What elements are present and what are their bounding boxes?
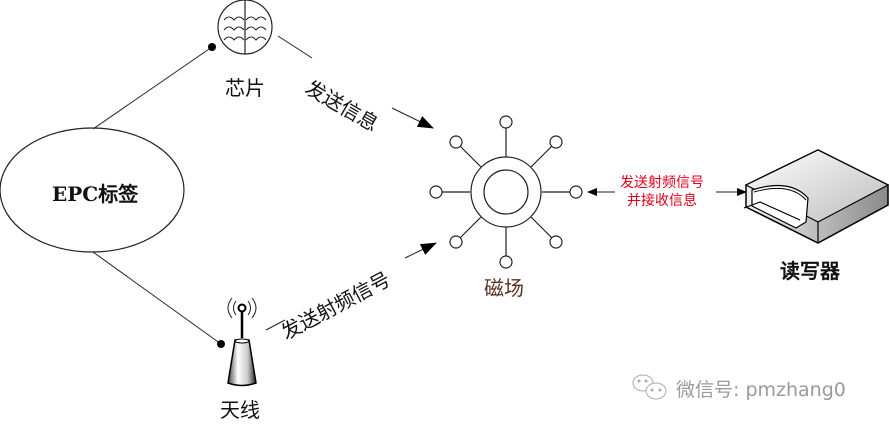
- tag-to-chip-connector: [92, 46, 213, 130]
- field-reader-label-line2: 并接收信息: [627, 193, 697, 209]
- epc-tag-label: EPC标签: [52, 182, 139, 206]
- reader-label: 读写器: [780, 259, 840, 283]
- antenna-label: 天线: [220, 398, 260, 422]
- reader-icon: [743, 149, 890, 244]
- chip-label: 芯片: [225, 76, 265, 100]
- tag-to-antenna-connector: [92, 251, 222, 345]
- magnetic-field-icon: [429, 115, 583, 269]
- antenna-icon: [227, 297, 257, 387]
- watermark-text: 微信号: pmzhang0: [676, 379, 846, 401]
- chip-to-field-arrow: [277, 35, 434, 129]
- field-reader-label-line1: 发送射频信号: [620, 175, 704, 191]
- magnetic-field-label: 磁场: [484, 276, 524, 300]
- chip-connector-dot: [208, 43, 216, 51]
- antenna-to-field-arrow: [265, 242, 437, 331]
- epc-tag-node: [0, 127, 185, 253]
- antenna-connector-dot: [217, 340, 225, 348]
- chip-icon: [217, 0, 273, 55]
- wechat-icon: [632, 374, 667, 400]
